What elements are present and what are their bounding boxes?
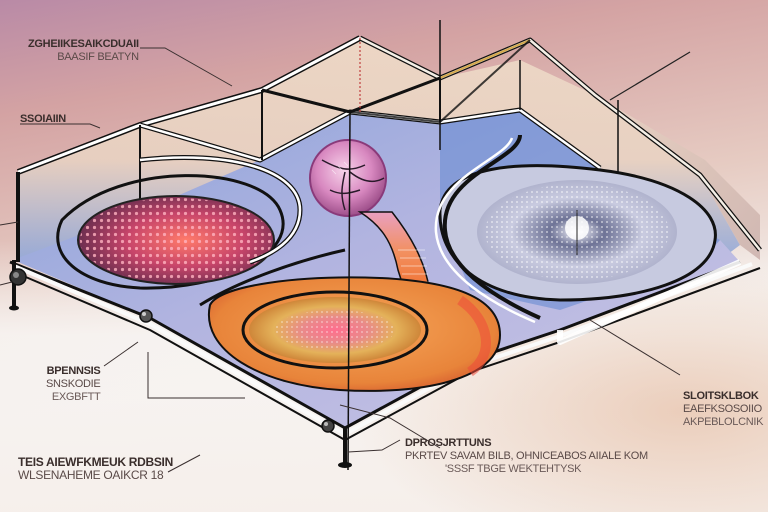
label-right-lower-line2: EAEFKSOSOIIO [683, 403, 762, 415]
pink-sphere [309, 139, 387, 217]
left-track [139, 155, 303, 265]
label-top-left-line2: BAASIF BEATYN [57, 51, 139, 63]
left-leg [9, 260, 27, 311]
label-right-lower-line1: SLOITSKLBOK [683, 390, 759, 402]
label-bottom-left-line1: TEIS AIEWFKMEUK RDBSIN [18, 455, 173, 469]
orange-basin [207, 276, 502, 392]
label-left-lower-line3: EXGBFTT [51, 391, 101, 403]
center-track [199, 134, 541, 324]
leader-lines [0, 47, 681, 473]
platform-rim [9, 259, 761, 441]
label-bottom-center: DPROSJRTTUNS PKRTEV SAVAM BILB, OHNICEAB… [405, 437, 648, 476]
label-left-lower-line2: SNSKODIE [46, 378, 101, 390]
red-grid-disc [56, 174, 285, 290]
label-right-lower: SLOITSKLBOK EAEFKSOSOIIO AKPEBLOLCNIK [683, 390, 763, 429]
label-left-mid: SSOIAIIN [20, 113, 66, 126]
label-left-mid-line1: SSOIAIIN [20, 113, 66, 125]
label-top-left: ZGHEIIKESAIKCDUAII BAASIF BEATYN [28, 38, 139, 64]
label-bottom-left-line2: WLSENAHEME OAIKCR 18 [18, 468, 164, 482]
label-left-lower-line1: BPENNSIS [46, 365, 101, 377]
frame-top-beams [16, 20, 762, 262]
label-bottom-center-line2: PKRTEV SAVAM BILB, OHNICEABOS AIIALE KOM [405, 450, 648, 462]
grey-particle-disc [438, 164, 717, 302]
label-left-lower: BPENNSIS SNSKODIE EXGBFTT [46, 365, 101, 404]
label-bottom-center-line3: 'SSSF TBGE WEKTEHTYSK [445, 463, 582, 475]
label-top-left-line1: ZGHEIIKESAIKCDUAII [28, 38, 139, 50]
label-bottom-left: TEIS AIEWFKMEUK RDBSIN WLSENAHEME OAIKCR… [18, 456, 173, 482]
center-pole [338, 111, 352, 471]
frame-back-walls [18, 38, 760, 260]
label-bottom-center-line1: DPROSJRTTUNS [405, 437, 492, 449]
rim-bolts [139, 309, 335, 433]
label-right-lower-line3: AKPEBLOLCNIK [683, 416, 764, 428]
